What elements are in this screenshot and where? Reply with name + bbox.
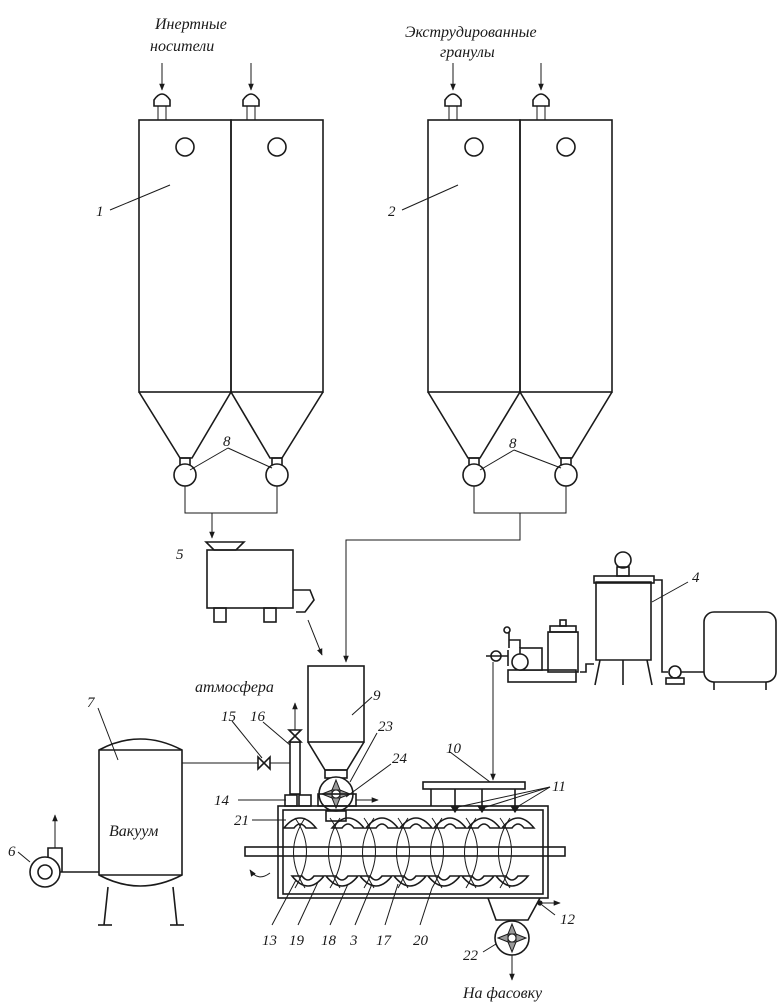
- dosing-unit-4: [486, 552, 776, 690]
- callout-3: 3: [349, 933, 358, 949]
- vacuum-pump-6: [30, 815, 99, 887]
- callout-1: 1: [96, 204, 104, 220]
- inert-carriers-label-line1: Инертные: [154, 16, 227, 33]
- callout-7: 7: [87, 695, 96, 711]
- callout-20: 20: [413, 933, 429, 949]
- to-packing-label: На фасовку: [462, 985, 543, 1002]
- callout-2: 2: [388, 204, 396, 220]
- callout-6: 6: [8, 844, 16, 860]
- screw-mixer: [245, 782, 565, 980]
- callout-22: 22: [463, 948, 479, 964]
- extruded-granules-label-line1: Экструдированные: [405, 24, 537, 41]
- callout-17: 17: [376, 933, 393, 949]
- silo-group-2: [428, 63, 612, 486]
- callout-16: 16: [250, 709, 266, 725]
- callout-15: 15: [221, 709, 237, 725]
- callout-21: 21: [234, 813, 249, 829]
- pre-mixer-5: [206, 542, 314, 622]
- callout-24: 24: [392, 751, 408, 767]
- callout-4: 4: [692, 570, 700, 586]
- callout-18: 18: [321, 933, 337, 949]
- callout-12: 12: [560, 912, 576, 928]
- callout-10: 10: [446, 741, 462, 757]
- callout-8-right: 8: [509, 436, 517, 452]
- callout-13: 13: [262, 933, 277, 949]
- inert-carriers-label-line2: носители: [150, 38, 214, 55]
- callout-11: 11: [552, 779, 566, 795]
- vacuum-label: Вакуум: [109, 823, 158, 840]
- extruded-granules-label-line2: гранулы: [440, 44, 495, 61]
- callout-19: 19: [289, 933, 305, 949]
- callout-5: 5: [176, 547, 184, 563]
- callout-14: 14: [214, 793, 230, 809]
- callout-9: 9: [373, 688, 381, 704]
- atmosphere-label: атмосфера: [195, 679, 274, 696]
- callout-8-left: 8: [223, 434, 231, 450]
- callout-23: 23: [378, 719, 393, 735]
- silo-group-1: [139, 63, 323, 486]
